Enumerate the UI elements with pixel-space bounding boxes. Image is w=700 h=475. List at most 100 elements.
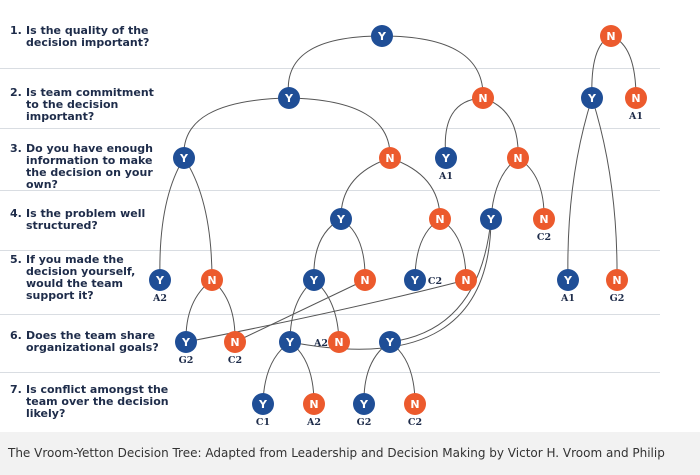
node-q4-y-2: Y (480, 208, 502, 230)
question-column: 1.Is the quality of the decision importa… (0, 0, 170, 432)
node-q7-y: Y (252, 393, 274, 415)
outcome-label: G2 (357, 417, 372, 428)
node-label: Y (377, 30, 387, 43)
node-right-q2-n: N (625, 87, 647, 109)
svg-text:N: N (606, 30, 615, 43)
row-divider (0, 314, 660, 315)
svg-text:N: N (435, 213, 444, 226)
node-q6-y-2: Y (379, 331, 401, 353)
svg-text:N: N (513, 152, 522, 165)
tree-diagram: Y Y N Y N Y N Y N Y N Y N Y N Y N Y N Y … (149, 25, 647, 428)
question-3: 3.Do you have enough information to make… (10, 142, 154, 191)
branch-line (567, 97, 593, 281)
svg-text:Y: Y (309, 274, 319, 287)
node-q3-y-terminal: Y (435, 147, 457, 169)
question-5: 5.If you made the decision yourself, wou… (10, 253, 136, 302)
outcome-label: G2 (610, 293, 625, 304)
node-q5-n: N (201, 269, 223, 291)
node-q2-y: Y (278, 87, 300, 109)
node-q5-n-2: N (354, 269, 376, 291)
svg-text:Y: Y (587, 92, 597, 105)
node-q4-n: N (429, 208, 451, 230)
node-q1-root: Y (371, 25, 393, 47)
outcome-label: A1 (560, 293, 575, 304)
outcome-label: C2 (428, 276, 442, 287)
branch-line (340, 157, 391, 220)
svg-text:Y: Y (359, 398, 369, 411)
node-q7-y-2: Y (353, 393, 375, 415)
branch-line (288, 97, 391, 159)
svg-text:N: N (207, 274, 216, 287)
question-6: 6.Does the team share organizational goa… (10, 329, 159, 354)
outcome-label: C2 (228, 355, 242, 366)
svg-text:N: N (478, 92, 487, 105)
outcome-label: C2 (537, 232, 551, 243)
svg-text:N: N (360, 274, 369, 287)
svg-text:N: N (230, 336, 239, 349)
svg-text:N: N (410, 398, 419, 411)
node-right-q5-y: Y (557, 269, 579, 291)
node-q3-n: N (379, 147, 401, 169)
row-divider (0, 68, 660, 69)
node-q6-n-terminal: N (224, 331, 246, 353)
node-right-q2-y: Y (581, 87, 603, 109)
outcome-label: G2 (179, 355, 194, 366)
node-q4-y: Y (330, 208, 352, 230)
branch-line (159, 157, 185, 281)
svg-text:N: N (334, 336, 343, 349)
outcome-label: A2 (152, 293, 167, 304)
branch-line (389, 157, 441, 220)
node-q7-n-2: N (404, 393, 426, 415)
row-divider (0, 250, 660, 251)
branch-line (381, 35, 484, 99)
outcome-label: A1 (628, 111, 643, 122)
node-q5-y: Y (303, 269, 325, 291)
svg-text:Y: Y (284, 92, 294, 105)
branch-line (389, 218, 492, 343)
node-right-q5-n: N (606, 269, 628, 291)
outcome-label: A2 (306, 417, 321, 428)
svg-text:Y: Y (563, 274, 573, 287)
question-2: 2.Is team commitment to the decision imp… (10, 86, 154, 123)
outcome-label: C1 (256, 417, 270, 428)
node-q5-n-3: N (455, 269, 477, 291)
outcome-label: C2 (408, 417, 422, 428)
question-7: 7.Is conflict amongst the team over the … (10, 383, 169, 420)
node-q7-n: N (303, 393, 325, 415)
svg-text:Y: Y (285, 336, 295, 349)
svg-text:Y: Y (410, 274, 420, 287)
branch-line (185, 279, 467, 343)
svg-text:Y: Y (181, 336, 191, 349)
svg-text:Y: Y (441, 152, 451, 165)
branch-line (287, 35, 383, 99)
svg-text:N: N (385, 152, 394, 165)
node-q6-n-terminal-2: N (328, 331, 350, 353)
svg-text:N: N (539, 213, 548, 226)
row-divider (0, 190, 660, 191)
svg-text:Y: Y (385, 336, 395, 349)
svg-text:Y: Y (258, 398, 268, 411)
node-q5-y-terminal: Y (149, 269, 171, 291)
node-q6-y-terminal: Y (175, 331, 197, 353)
node-q4-n-terminal: N (533, 208, 555, 230)
svg-text:Y: Y (155, 274, 165, 287)
branch-line (183, 97, 290, 159)
decision-tree-figure: 1.Is the quality of the decision importa… (0, 0, 660, 432)
svg-text:N: N (612, 274, 621, 287)
branch-line (234, 279, 366, 343)
svg-text:N: N (461, 274, 470, 287)
svg-text:Y: Y (179, 152, 189, 165)
svg-text:Y: Y (486, 213, 496, 226)
row-divider (0, 128, 660, 129)
node-q2-n: N (472, 87, 494, 109)
outcome-label: A2 (313, 338, 328, 349)
figure-caption: The Vroom-Yetton Decision Tree: Adapted … (0, 432, 700, 475)
node-q1-n-root: N (600, 25, 622, 47)
question-4: 4.Is the problem well structured? (10, 207, 146, 232)
branch-line (591, 97, 618, 281)
node-q3-n-2: N (507, 147, 529, 169)
question-1: 1.Is the quality of the decision importa… (10, 24, 150, 49)
node-q6-y: Y (279, 331, 301, 353)
node-q5-y-terminal-2: Y (404, 269, 426, 291)
svg-text:Y: Y (336, 213, 346, 226)
